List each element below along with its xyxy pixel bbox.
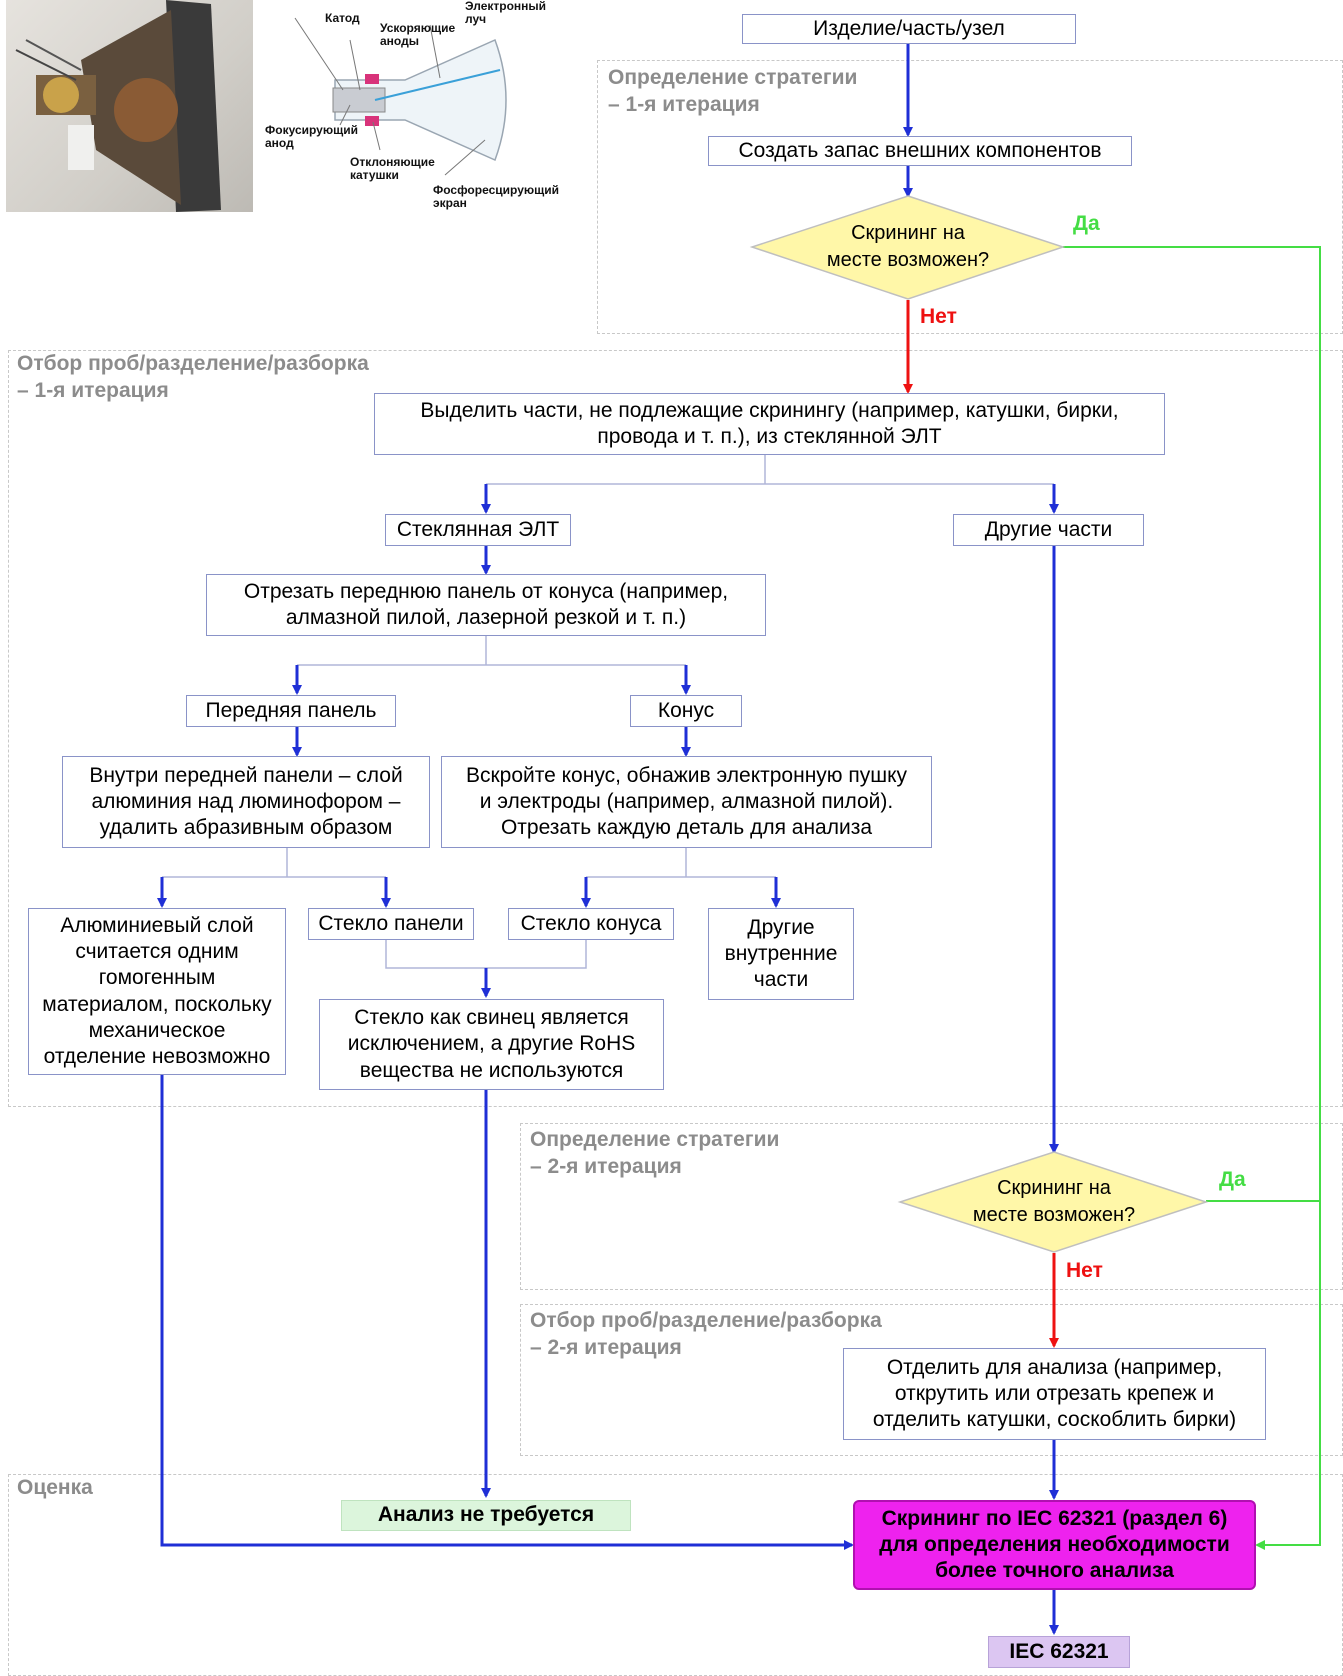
node-separate-unscreenable: Выделить части, не подлежащие скринингу …: [374, 393, 1165, 455]
node-cone: Конус: [630, 695, 742, 727]
region-label-sampling-1: Отбор проб/разделение/разборка – 1-я ите…: [17, 352, 369, 402]
node-separate-for-analysis: Отделить для анализа (например, открутит…: [843, 1348, 1266, 1440]
node-panel-glass: Стекло панели: [308, 908, 474, 940]
label-no-2: Нет: [1066, 1259, 1103, 1282]
node-stock-external: Создать запас внешних компонентов: [708, 136, 1132, 166]
edge-al-screening: [160, 1075, 854, 1550]
node-other-parts: Другие части: [953, 514, 1144, 546]
label-yes-1: Да: [1073, 212, 1100, 235]
region-label-strategy-2: Определение стратегии – 2-я итерация: [530, 1128, 780, 1178]
crt-label-accelerating-anodes: Ускоряющие аноды: [380, 21, 456, 48]
region-label-evaluation: Оценка: [17, 1476, 93, 1499]
decision2-text: Скрининг на месте возможен?: [972, 1177, 1136, 1226]
node-lead-glass-exemption: Стекло как свинец является исключением, …: [319, 999, 664, 1090]
crt-label-cathode: Катод: [325, 11, 360, 25]
crt-schematic: Катод Ускоряющие аноды Электронный луч Ф…: [255, 0, 575, 220]
node-no-analysis-required: Анализ не требуется: [341, 1500, 631, 1531]
node-cone-glass: Стекло конуса: [508, 908, 674, 940]
crt-label-focusing-anode: Фокусирующий анод: [265, 123, 358, 150]
node-product: Изделие/часть/узел: [742, 14, 1076, 44]
node-aluminium-layer: Алюминиевый слой считается одним гомоген…: [28, 908, 286, 1075]
label-no-1: Нет: [920, 305, 957, 328]
node-other-internal-parts: Другие внутренние части: [708, 908, 854, 1000]
decision1-text: Скрининг на месте возможен?: [826, 222, 990, 271]
decision1-shape: [749, 195, 1066, 300]
region-label-strategy-1: Определение стратегии – 1-я итерация: [608, 66, 858, 116]
crt-label-electron-beam: Электронный луч: [465, 0, 547, 26]
node-inside-front-panel: Внутри передней панели – слой алюминия н…: [62, 756, 430, 848]
label-yes-2: Да: [1219, 1168, 1246, 1191]
region-label-sampling-2: Отбор проб/разделение/разборка – 2-я ите…: [530, 1309, 882, 1359]
crt-photo: [6, 0, 253, 212]
edge-decision1-yes: [1063, 246, 1321, 1550]
node-cut-front-panel: Отрезать переднюю панель от конуса (напр…: [206, 574, 766, 636]
decision2-shape: [897, 1151, 1209, 1253]
node-open-cone: Вскройте конус, обнажив электронную пушк…: [441, 756, 932, 848]
node-screening-iec-62321: Скрининг по IEC 62321 (раздел 6) для опр…: [853, 1500, 1256, 1590]
node-glass-crt: Стеклянная ЭЛТ: [385, 514, 571, 546]
node-front-panel: Передняя панель: [186, 695, 396, 727]
node-iec-62321: IEC 62321: [988, 1636, 1130, 1668]
crt-label-deflection-coils: Отклоняющие катушки: [350, 155, 435, 182]
crt-label-phosphor-screen: Фосфоресцирующий экран: [433, 183, 560, 210]
